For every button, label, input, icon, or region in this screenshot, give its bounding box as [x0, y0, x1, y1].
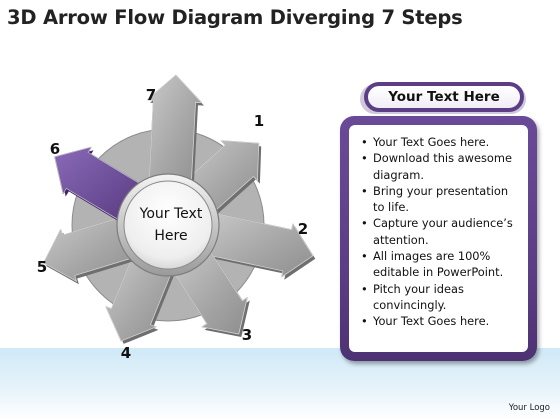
bullet-list: Your Text Goes here. Download this aweso… [349, 125, 528, 330]
bullet-item: Your Text Goes here. [361, 313, 520, 330]
step-number-2: 2 [298, 220, 308, 238]
step-arrow-highlight-4 [105, 253, 174, 342]
step-number-4: 4 [121, 344, 131, 362]
step-arrow-highlight-2 [202, 212, 314, 278]
center-label-line2: Here [154, 228, 187, 244]
step-number-7: 7 [146, 86, 156, 104]
bullet-item: Download this awesome diagram. [361, 150, 520, 183]
step-arrow-highlight-5 [43, 216, 137, 283]
center-hub [123, 180, 213, 270]
step-number-5: 5 [37, 258, 47, 276]
panel-heading: Your Text Here [364, 82, 524, 112]
step-number-3: 3 [242, 326, 252, 344]
page-title: 3D Arrow Flow Diagram Diverging 7 Steps [7, 6, 463, 29]
bullet-item: Capture your audience’s attention. [361, 215, 520, 248]
step-number-1: 1 [254, 112, 264, 130]
text-panel-body: Your Text Goes here. Download this aweso… [349, 125, 528, 352]
center-label-line1: Your Text [139, 206, 203, 222]
text-panel: Your Text Goes here. Download this aweso… [340, 116, 537, 361]
bullet-item: Bring your presentation to life. [361, 183, 520, 216]
step-arrow-highlight-7 [146, 74, 203, 187]
bullet-item: Your Text Goes here. [361, 134, 520, 151]
step-arrow-highlight-3 [171, 246, 248, 335]
step-arrow-highlight-6 [54, 146, 146, 223]
bullet-item: Pitch your ideas convincingly. [361, 281, 520, 314]
bullet-item: All images are 100% editable in PowerPoi… [361, 248, 520, 281]
footer-logo-text: Your Logo [508, 403, 550, 413]
step-arrow-highlight-1 [183, 140, 260, 215]
step-number-6: 6 [50, 140, 60, 158]
